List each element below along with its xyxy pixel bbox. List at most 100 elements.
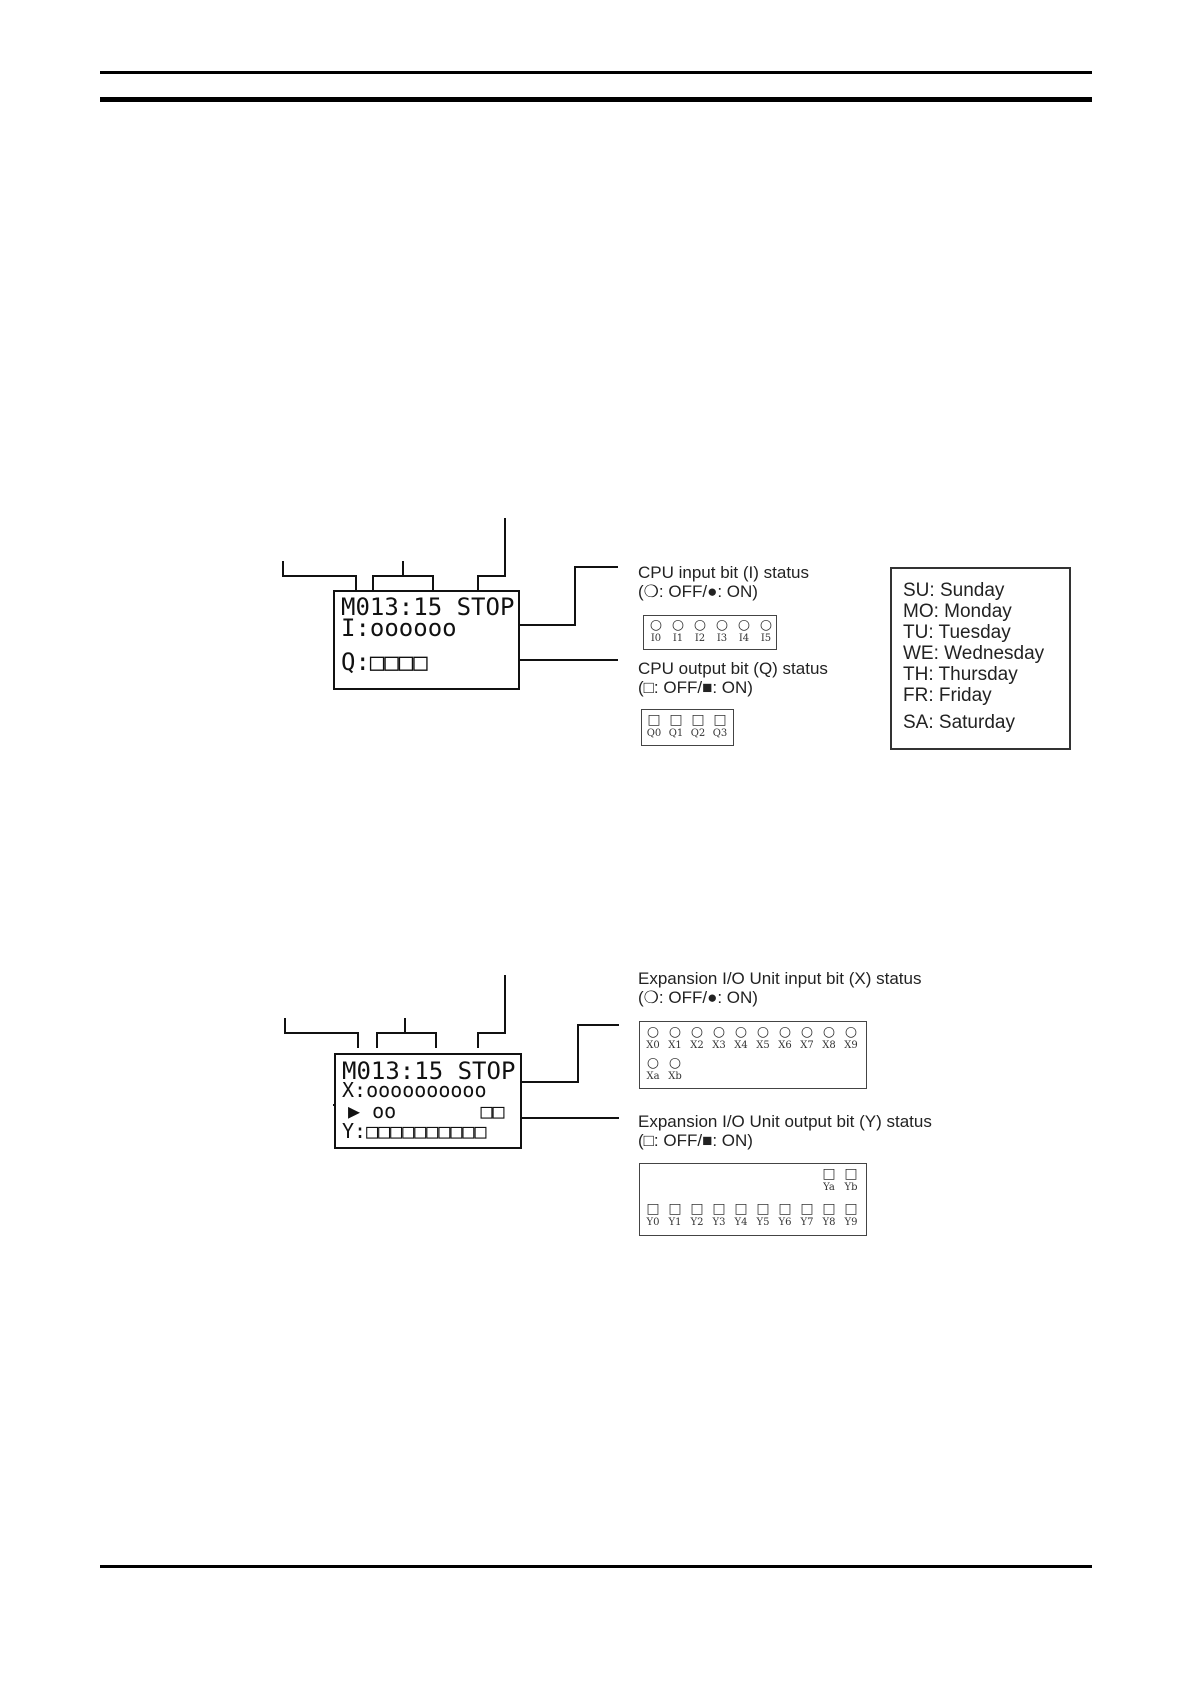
off-circle-icon: ○ <box>712 1024 726 1040</box>
off-circle-icon: ○ <box>800 1024 814 1040</box>
off-circle-icon: ○ <box>690 1024 704 1040</box>
input-indicator: ○Xa <box>643 1056 663 1083</box>
day-item: TU: Tuesday <box>903 622 1011 643</box>
input-indicator: ○X9 <box>841 1025 861 1052</box>
off-circle-icon: ○ <box>756 1024 770 1040</box>
day-item: FR: Friday <box>903 685 992 706</box>
off-square-icon: □ <box>844 1166 858 1182</box>
day-item: MO: Monday <box>903 601 1012 622</box>
off-square-icon: □ <box>822 1201 836 1217</box>
off-square-icon: □ <box>712 1201 726 1217</box>
output-indicator: □Y7 <box>797 1202 817 1229</box>
input-indicator: ○I2 <box>690 618 710 645</box>
day-abbreviation-legend: SU: Sunday MO: Monday TU: Tuesday WE: We… <box>890 567 1071 750</box>
cpu-input-label: CPU input bit (I) status <box>638 563 810 582</box>
lcd-display-expansion: M013:15 STOP X:oooooooooo ▶ oo □□ Y:□□□□… <box>334 1053 522 1149</box>
cpu-output-legend: (□: OFF/■: ON) <box>638 678 753 697</box>
output-indicator: □Y6 <box>775 1202 795 1229</box>
off-square-icon: □ <box>713 712 727 728</box>
off-circle-icon: ○ <box>778 1024 792 1040</box>
off-square-icon: □ <box>646 1201 660 1217</box>
exp-input-indicator-box: ○X0 ○X1 ○X2 ○X3 ○X4 ○X5 ○X6 ○X7 ○X8 ○X9 … <box>639 1021 867 1089</box>
off-square-icon: □ <box>822 1166 836 1182</box>
off-square-icon: □ <box>778 1201 792 1217</box>
cpu-input-indicator-box: ○I0 ○I1 ○I2 ○I3 ○I4 ○I5 <box>643 615 777 650</box>
off-circle-icon: ○ <box>737 617 751 633</box>
lcd-line-clock: M013:15 STOP <box>341 593 515 621</box>
exp-input-label: Expansion I/O Unit input bit (X) status <box>638 969 922 988</box>
input-indicator: ○X6 <box>775 1025 795 1052</box>
input-indicator: ○X4 <box>731 1025 751 1052</box>
off-circle-icon: ○ <box>671 617 685 633</box>
output-indicator: □Y8 <box>819 1202 839 1229</box>
output-indicator: □Y0 <box>643 1202 663 1229</box>
cpu-input-legend: (❍: OFF/●: ON) <box>638 582 758 601</box>
header-rule-thin <box>100 71 1092 74</box>
exp-input-legend: (❍: OFF/●: ON) <box>638 988 758 1007</box>
output-indicator: □Q0 <box>644 713 664 740</box>
input-indicator: ○X2 <box>687 1025 707 1052</box>
output-indicator: □Y4 <box>731 1202 751 1229</box>
off-circle-icon: ○ <box>844 1024 858 1040</box>
off-circle-icon: ○ <box>734 1024 748 1040</box>
output-indicator: □Y5 <box>753 1202 773 1229</box>
output-indicator: □Y3 <box>709 1202 729 1229</box>
off-square-icon: □ <box>844 1201 858 1217</box>
off-circle-icon: ○ <box>693 617 707 633</box>
off-square-icon: □ <box>691 712 705 728</box>
off-circle-icon: ○ <box>759 617 773 633</box>
cpu-output-indicator-box: □Q0 □Q1 □Q2 □Q3 <box>641 709 734 746</box>
output-indicator: □Q1 <box>666 713 686 740</box>
exp-output-label: Expansion I/O Unit output bit (Y) status <box>638 1112 932 1131</box>
off-circle-icon: ○ <box>646 1024 660 1040</box>
off-circle-icon: ○ <box>646 1055 660 1071</box>
input-indicator: ○I5 <box>756 618 776 645</box>
output-indicator: □Y2 <box>687 1202 707 1229</box>
exp-output-indicator-box: □Ya □Yb □Y0 □Y1 □Y2 □Y3 □Y4 □Y5 □Y6 □Y7 … <box>639 1163 867 1236</box>
lcd-line-inputs: I:oooooo <box>341 614 457 642</box>
input-indicator: ○Xb <box>665 1056 685 1083</box>
off-square-icon: □ <box>690 1201 704 1217</box>
header-rule-thick <box>100 97 1092 102</box>
day-item: WE: Wednesday <box>903 643 1045 664</box>
input-indicator: ○X7 <box>797 1025 817 1052</box>
lcd-line-x-extra: ▶ oo □□ <box>348 1099 505 1123</box>
input-indicator: ○X1 <box>665 1025 685 1052</box>
day-item: SA: Saturday <box>903 712 1015 733</box>
input-indicator: ○X5 <box>753 1025 773 1052</box>
output-indicator: □Q2 <box>688 713 708 740</box>
day-item: TH: Thursday <box>903 664 1018 685</box>
off-circle-icon: ○ <box>822 1024 836 1040</box>
off-square-icon: □ <box>647 712 661 728</box>
output-indicator: □Ya <box>819 1167 839 1194</box>
off-circle-icon: ○ <box>715 617 729 633</box>
off-square-icon: □ <box>734 1201 748 1217</box>
off-square-icon: □ <box>668 1201 682 1217</box>
footer-rule <box>100 1565 1092 1568</box>
input-indicator: ○X8 <box>819 1025 839 1052</box>
lcd-line-clock: M013:15 STOP <box>342 1057 516 1085</box>
input-indicator: ○I4 <box>734 618 754 645</box>
cpu-output-label: CPU output bit (Q) status <box>638 659 828 678</box>
off-square-icon: □ <box>669 712 683 728</box>
lcd-line-x-inputs: X:oooooooooo <box>342 1078 487 1102</box>
output-indicator: □Q3 <box>710 713 730 740</box>
off-circle-icon: ○ <box>649 617 663 633</box>
day-item: SU: Sunday <box>903 580 1005 601</box>
output-indicator: □Y9 <box>841 1202 861 1229</box>
off-circle-icon: ○ <box>668 1055 682 1071</box>
exp-output-legend: (□: OFF/■: ON) <box>638 1131 753 1150</box>
lcd-display-cpu: M013:15 STOP I:oooooo Q:□□□□ <box>333 590 520 690</box>
input-indicator: ○I3 <box>712 618 732 645</box>
off-circle-icon: ○ <box>668 1024 682 1040</box>
off-square-icon: □ <box>756 1201 770 1217</box>
input-indicator: ○I0 <box>646 618 666 645</box>
output-indicator: □Yb <box>841 1167 861 1194</box>
lcd-line-y-outputs: Y:□□□□□□□□□□ <box>342 1119 487 1143</box>
input-indicator: ○I1 <box>668 618 688 645</box>
input-indicator: ○X3 <box>709 1025 729 1052</box>
off-square-icon: □ <box>800 1201 814 1217</box>
input-indicator: ○X0 <box>643 1025 663 1052</box>
lcd-line-outputs: Q:□□□□ <box>341 648 428 676</box>
